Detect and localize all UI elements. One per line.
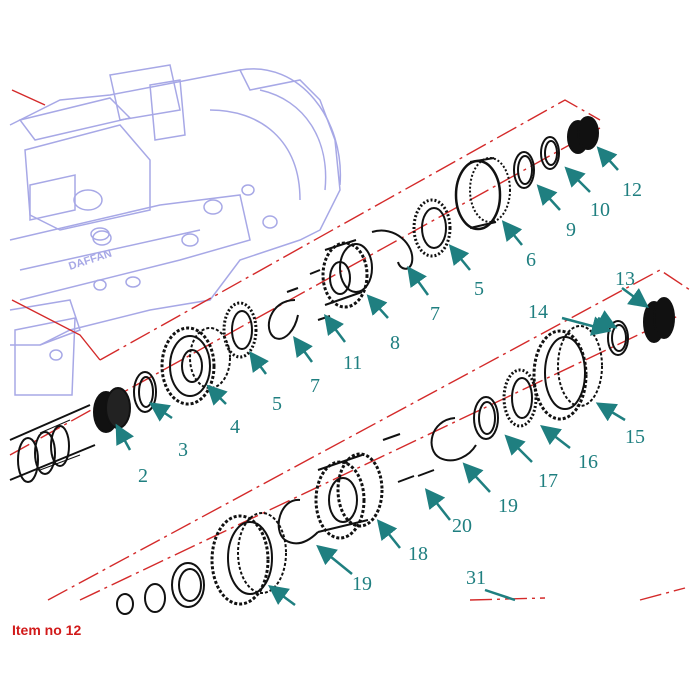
- label-part-5b: 5: [474, 278, 484, 300]
- label-part-2: 2: [138, 465, 148, 487]
- part-18-synchro-hub: [314, 452, 384, 540]
- part-3-washer: [133, 371, 157, 413]
- lower-rings: [116, 562, 205, 615]
- lower-gear: [210, 512, 287, 606]
- label-part-7b: 7: [430, 303, 440, 325]
- label-part-19b: 19: [352, 573, 372, 595]
- part-2-bearing: [93, 387, 131, 433]
- part-16-ring: [502, 368, 538, 428]
- input-shaft: [9, 404, 96, 483]
- label-part-15: 15: [625, 426, 645, 448]
- brand-logo: DAFFAN: [67, 227, 113, 273]
- part-15-gear: [532, 325, 603, 421]
- part-5b-ring: [412, 198, 452, 258]
- label-part-11: 11: [343, 352, 362, 374]
- svg-text:DAFFAN: DAFFAN: [67, 248, 113, 273]
- label-part-12: 12: [622, 179, 642, 201]
- label-part-10: 10: [590, 199, 610, 221]
- label-part-4: 4: [230, 416, 240, 438]
- label-part-20: 20: [452, 515, 472, 537]
- label-part-18: 18: [408, 543, 428, 565]
- part-13-bearing: [643, 297, 675, 343]
- label-part-16: 16: [578, 451, 598, 473]
- part-10-ring: [540, 136, 560, 170]
- label-part-5a: 5: [272, 393, 282, 415]
- part-19a-circlip: [430, 417, 477, 462]
- part-12-bearing: [567, 116, 599, 154]
- part-9-ring: [513, 151, 535, 189]
- label-part-31: 31: [466, 567, 486, 589]
- label-part-3: 3: [178, 439, 188, 461]
- leader-arrows: [115, 146, 650, 607]
- part-8-synchro-hub: [321, 239, 373, 309]
- part-14-washer: [607, 320, 629, 356]
- label-part-14: 14: [528, 301, 548, 323]
- label-part-6: 6: [526, 249, 536, 271]
- part-labels: 2 3 4 5 7 11 8 7 5 6 9 10 12 13 14 15 16…: [138, 179, 645, 595]
- label-part-7a: 7: [310, 375, 320, 397]
- item-caption: Item no 12: [12, 622, 82, 638]
- label-part-9: 9: [566, 219, 576, 241]
- part-7a-circlip: [267, 299, 299, 340]
- part-20-pins: [382, 433, 435, 483]
- part-4-gear: [160, 326, 231, 406]
- parts: [9, 116, 675, 615]
- label-part-17: 17: [538, 470, 558, 492]
- label-part-19a: 19: [498, 495, 518, 517]
- part-7b-circlip: [371, 229, 414, 270]
- label-part-8: 8: [390, 332, 400, 354]
- part-5a-ring: [222, 301, 258, 359]
- label-part-13: 13: [615, 268, 635, 290]
- part-17-ring: [473, 396, 499, 440]
- part-6-sleeve: [454, 157, 511, 231]
